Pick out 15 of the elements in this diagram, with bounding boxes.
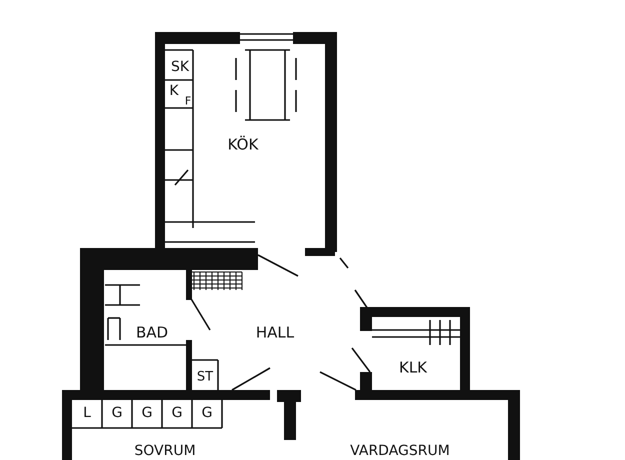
- room-label: BAD: [136, 326, 168, 340]
- closet-label: G: [112, 406, 122, 420]
- room-label: SOVRUM: [134, 444, 196, 458]
- room-label: KÖK: [228, 138, 258, 152]
- closet-label: G: [142, 406, 152, 420]
- appliance-label: F: [184, 96, 192, 106]
- appliance-label: ST: [196, 370, 214, 384]
- appliance-label: SK: [170, 60, 190, 74]
- closet-label: L: [83, 406, 91, 420]
- room-label: KLK: [398, 360, 428, 376]
- closet-label: G: [172, 406, 182, 420]
- room-label: VARDAGSRUM: [350, 444, 450, 458]
- closet-label: G: [202, 406, 212, 420]
- room-label: HALL: [256, 326, 294, 340]
- appliance-label: K: [169, 84, 179, 98]
